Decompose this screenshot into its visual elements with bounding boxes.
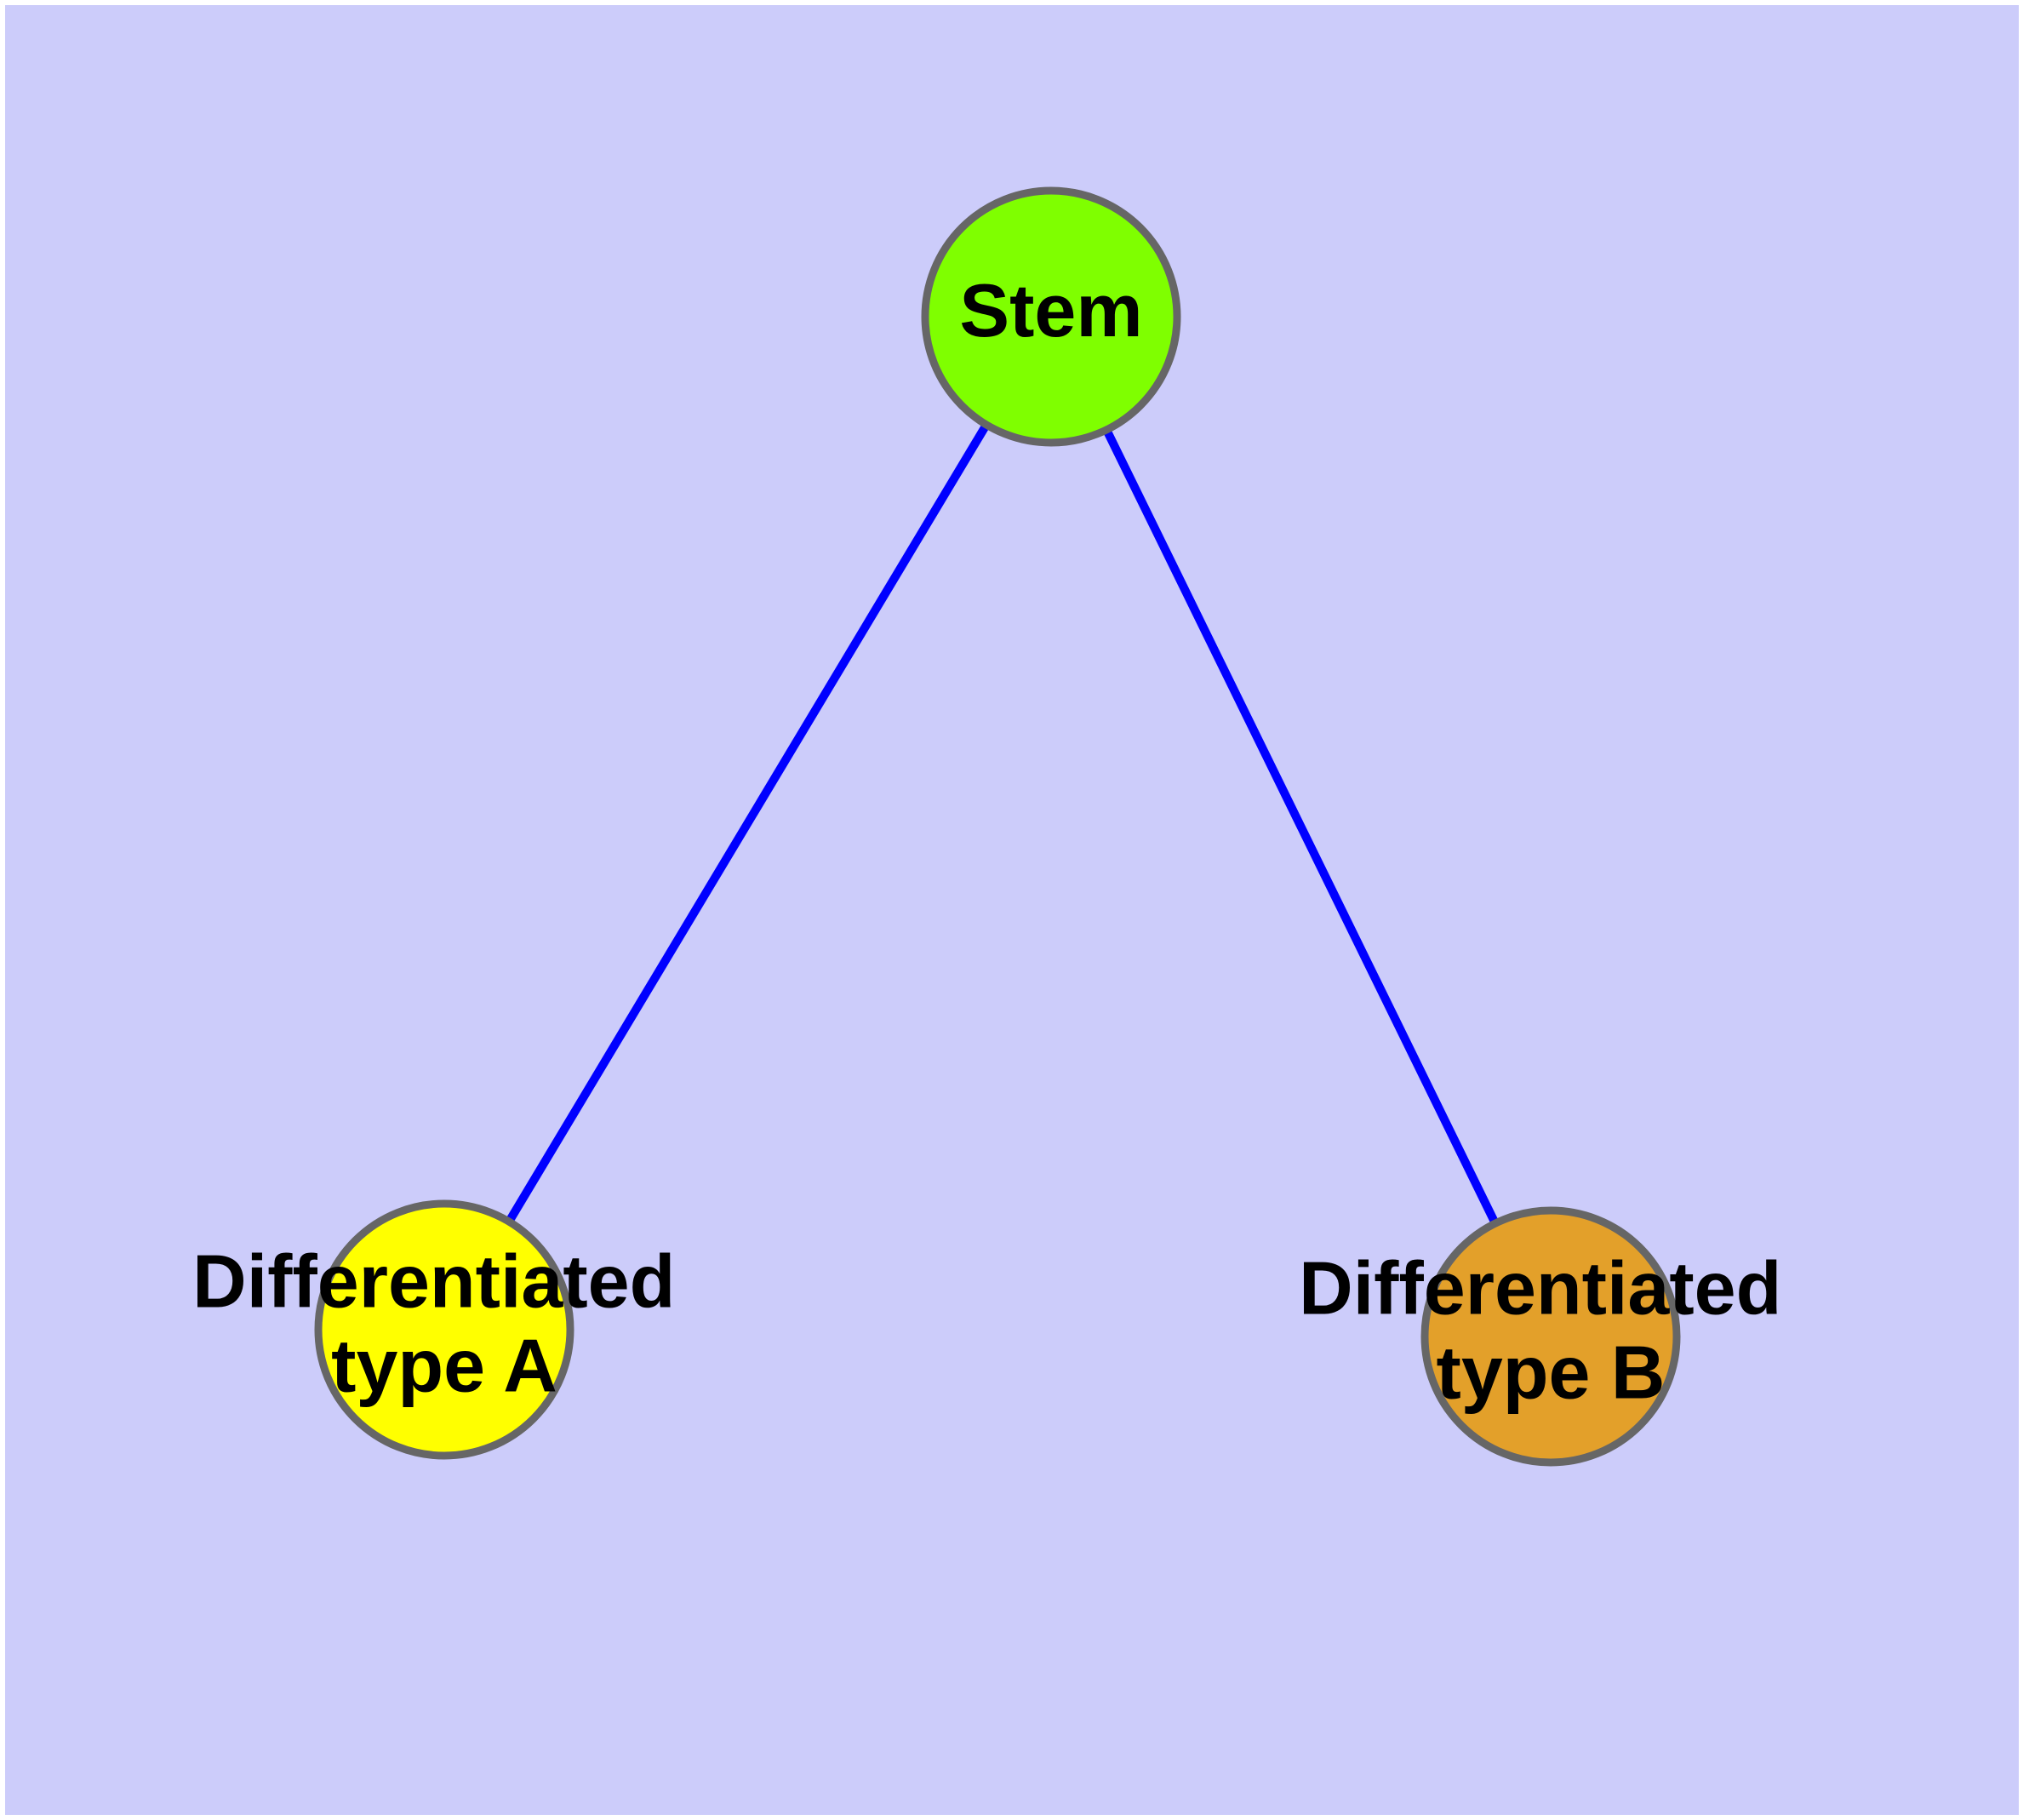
node-label-differentiated-type-a: Differentiated type A: [192, 1239, 696, 1408]
edges-layer: [440, 314, 1555, 1339]
node-label-differentiated-type-b-line-1: Differentiated: [1299, 1246, 1781, 1331]
node-circle-differentiated-type-b[interactable]: [1420, 1206, 1681, 1467]
node-label-stem: Stem: [959, 268, 1142, 352]
node-label-differentiated-type-b: Differentiated type B: [1299, 1246, 1803, 1415]
node-label-differentiated-type-b-line-2: type B: [1437, 1331, 1666, 1415]
edge-stem-to-diff-b[interactable]: [1047, 314, 1555, 1339]
node-label-differentiated-type-a-line-1: Differentiated: [192, 1239, 675, 1324]
nodes-layer: [314, 186, 1681, 1467]
node-differentiated-type-b[interactable]: [1420, 1206, 1681, 1467]
node-label-differentiated-type-a-line-2: type A: [331, 1324, 557, 1408]
node-label-stem-line-1: Stem: [959, 268, 1142, 352]
edge-stem-to-diff-a[interactable]: [440, 314, 1055, 1332]
labels-layer: Stem Differentiated type A Differentiate…: [192, 268, 1803, 1415]
node-stem[interactable]: [921, 186, 1181, 447]
node-circle-differentiated-type-a[interactable]: [314, 1199, 574, 1460]
node-circle-stem[interactable]: [921, 186, 1181, 447]
node-differentiated-type-a[interactable]: [314, 1199, 574, 1460]
